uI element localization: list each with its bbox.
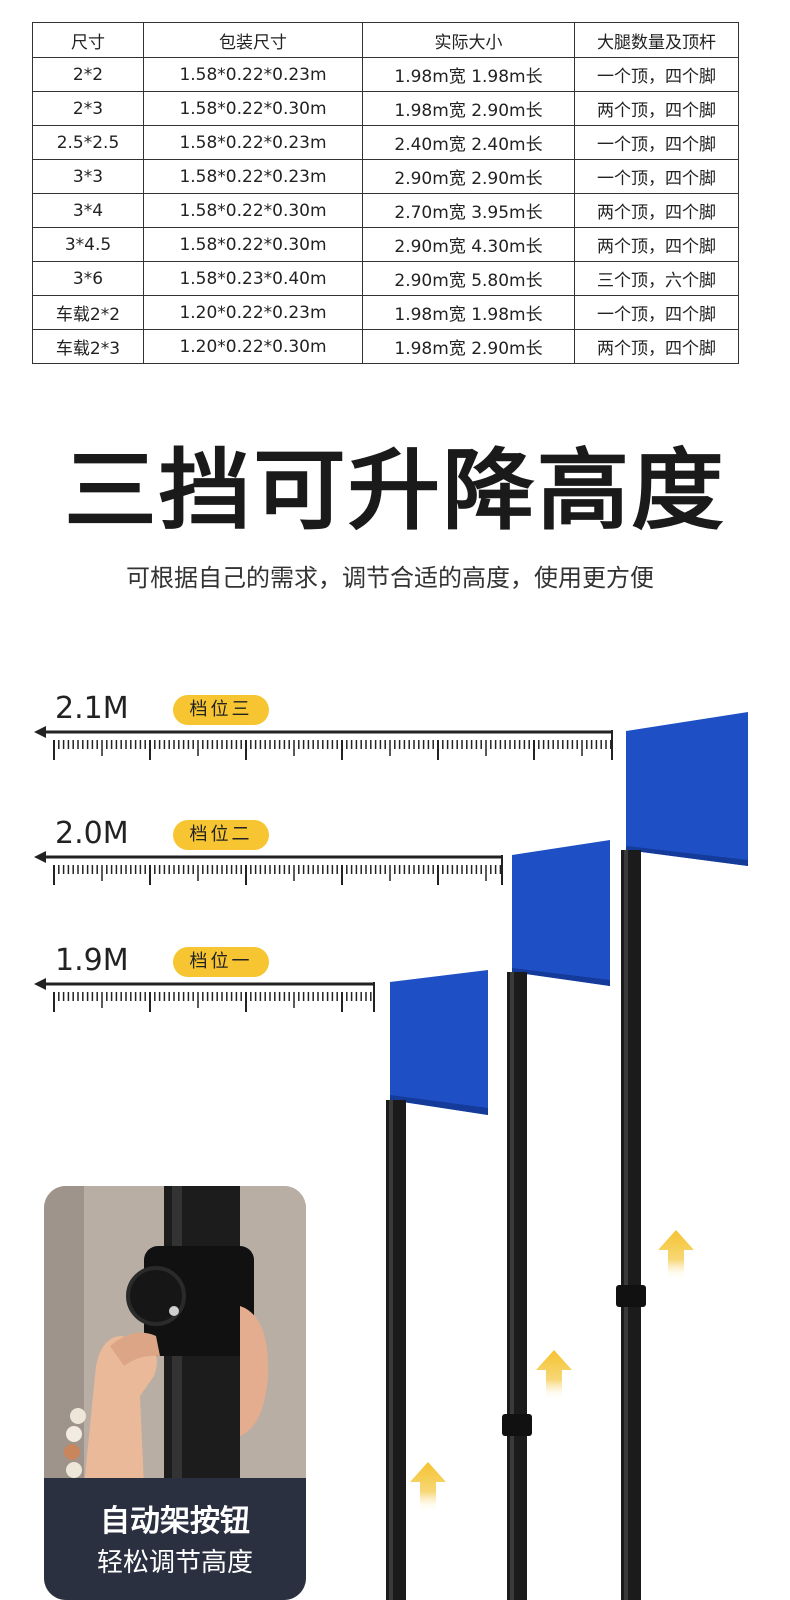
header-package-size: 包装尺寸 xyxy=(143,22,363,58)
table-cell: 1.58*0.22*0.30m xyxy=(143,91,363,126)
inset-title: 自动架按钮 xyxy=(100,1504,250,1539)
table-cell: 3*4 xyxy=(32,193,144,228)
table-header-row: 尺寸 包装尺寸 实际大小 大腿数量及顶杆 xyxy=(32,22,739,58)
canopy-level-3 xyxy=(626,712,748,866)
level-3-value: 2.1M xyxy=(55,691,129,726)
pole-level-1 xyxy=(386,1100,406,1600)
level-1-value: 1.9M xyxy=(55,943,129,978)
table-cell: 1.20*0.22*0.23m xyxy=(143,295,363,330)
inset-subtitle: 轻松调节高度 xyxy=(96,1548,253,1578)
table-cell: 1.98m宽 2.90m长 xyxy=(362,329,575,364)
table-cell: 车载2*2 xyxy=(32,295,144,330)
ruler-level-1 xyxy=(34,978,375,1012)
level-3-badge: 档位三 xyxy=(173,695,269,725)
up-arrow-icon xyxy=(410,1462,446,1512)
header-size: 尺寸 xyxy=(32,22,144,58)
level-1-badge: 档位一 xyxy=(173,947,269,977)
table-cell: 两个顶，四个脚 xyxy=(574,193,739,228)
table-cell: 1.98m宽 1.98m长 xyxy=(362,57,575,92)
ruler-level-2 xyxy=(34,851,503,885)
auto-lock-button-photo: 自动架按钮 轻松调节高度 xyxy=(44,1186,306,1600)
table-cell: 1.58*0.23*0.40m xyxy=(143,261,363,296)
hand-pressing-button-illustration xyxy=(44,1186,306,1486)
table-cell: 两个顶，四个脚 xyxy=(574,91,739,126)
table-cell: 2.5*2.5 xyxy=(32,125,144,160)
table-cell: 1.20*0.22*0.30m xyxy=(143,329,363,364)
table-cell: 2*3 xyxy=(32,91,144,126)
table-cell: 1.58*0.22*0.23m xyxy=(143,57,363,92)
table-cell: 一个顶，四个脚 xyxy=(574,295,739,330)
table-cell: 三个顶，六个脚 xyxy=(574,261,739,296)
table-cell: 车载2*3 xyxy=(32,329,144,364)
ruler-level-3 xyxy=(34,726,613,760)
up-arrow-icon xyxy=(536,1350,572,1400)
table-cell: 1.58*0.22*0.30m xyxy=(143,193,363,228)
table-cell: 一个顶，四个脚 xyxy=(574,57,739,92)
pole-level-2 xyxy=(502,972,532,1600)
table-cell: 3*3 xyxy=(32,159,144,194)
table-cell: 1.98m宽 1.98m长 xyxy=(362,295,575,330)
table-cell: 1.98m宽 2.90m长 xyxy=(362,91,575,126)
level-2-value: 2.0M xyxy=(55,816,129,851)
table-cell: 1.58*0.22*0.23m xyxy=(143,125,363,160)
up-arrow-icon xyxy=(658,1230,694,1280)
table-cell: 1.58*0.22*0.30m xyxy=(143,227,363,262)
inset-caption: 自动架按钮 轻松调节高度 xyxy=(44,1478,306,1600)
arrow-left-icon xyxy=(34,851,46,863)
level-2-badge: 档位二 xyxy=(173,820,269,850)
canopy-level-2 xyxy=(512,840,610,986)
table-cell: 一个顶，四个脚 xyxy=(574,125,739,160)
tent-pole-scene xyxy=(386,712,748,1600)
subheadline: 可根据自己的需求，调节合适的高度，使用更方便 xyxy=(126,564,654,592)
arrow-left-icon xyxy=(34,978,46,990)
header-actual-size: 实际大小 xyxy=(362,22,575,58)
table-cell: 2.90m宽 5.80m长 xyxy=(362,261,575,296)
table-cell: 2.90m宽 2.90m长 xyxy=(362,159,575,194)
table-cell: 两个顶，四个脚 xyxy=(574,329,739,364)
headline: 三挡可升降高度 xyxy=(64,439,726,542)
table-cell: 两个顶，四个脚 xyxy=(574,227,739,262)
table-cell: 一个顶，四个脚 xyxy=(574,159,739,194)
table-cell: 2.70m宽 3.95m长 xyxy=(362,193,575,228)
table-cell: 1.58*0.22*0.23m xyxy=(143,159,363,194)
pole-level-3 xyxy=(616,850,646,1600)
table-cell: 2*2 xyxy=(32,57,144,92)
table-cell: 2.40m宽 2.40m长 xyxy=(362,125,575,160)
canopy-level-1 xyxy=(390,970,488,1115)
table-cell: 3*6 xyxy=(32,261,144,296)
table-cell: 2.90m宽 4.30m长 xyxy=(362,227,575,262)
arrow-left-icon xyxy=(34,726,46,738)
table-cell: 3*4.5 xyxy=(32,227,144,262)
header-legs-and-poles: 大腿数量及顶杆 xyxy=(574,22,739,58)
